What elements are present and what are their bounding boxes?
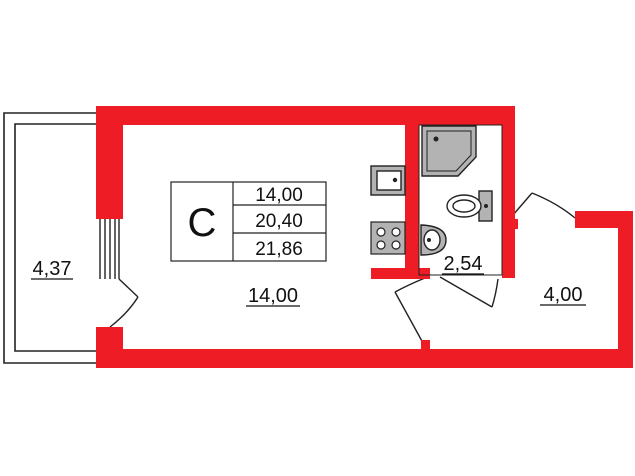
shower-icon <box>421 125 477 177</box>
door-swings <box>394 192 576 344</box>
legend-value-1: 14,00 <box>255 185 303 206</box>
bathroom-area-label: 2,54 <box>444 253 483 275</box>
toilet-icon <box>446 190 493 222</box>
balcony-door <box>99 219 139 328</box>
legend-letter: C <box>188 201 217 245</box>
bathroom-sink-icon <box>420 224 447 256</box>
wall-outlines <box>418 124 503 276</box>
walls <box>96 106 633 368</box>
stove-icon <box>370 221 406 255</box>
legend-value-2: 20,40 <box>255 211 303 232</box>
kitchen-sink-icon <box>370 165 406 196</box>
main-room-area-label: 14,00 <box>248 285 298 307</box>
area-legend: C 14,00 20,40 21,86 <box>170 181 327 262</box>
legend-value-3: 21,86 <box>255 239 303 260</box>
room-labels: 4,37 14,00 2,54 4,00 <box>31 253 586 307</box>
balcony-area-label: 4,37 <box>33 258 72 280</box>
balcony <box>3 112 96 364</box>
hall-area-label: 4,00 <box>544 284 583 306</box>
